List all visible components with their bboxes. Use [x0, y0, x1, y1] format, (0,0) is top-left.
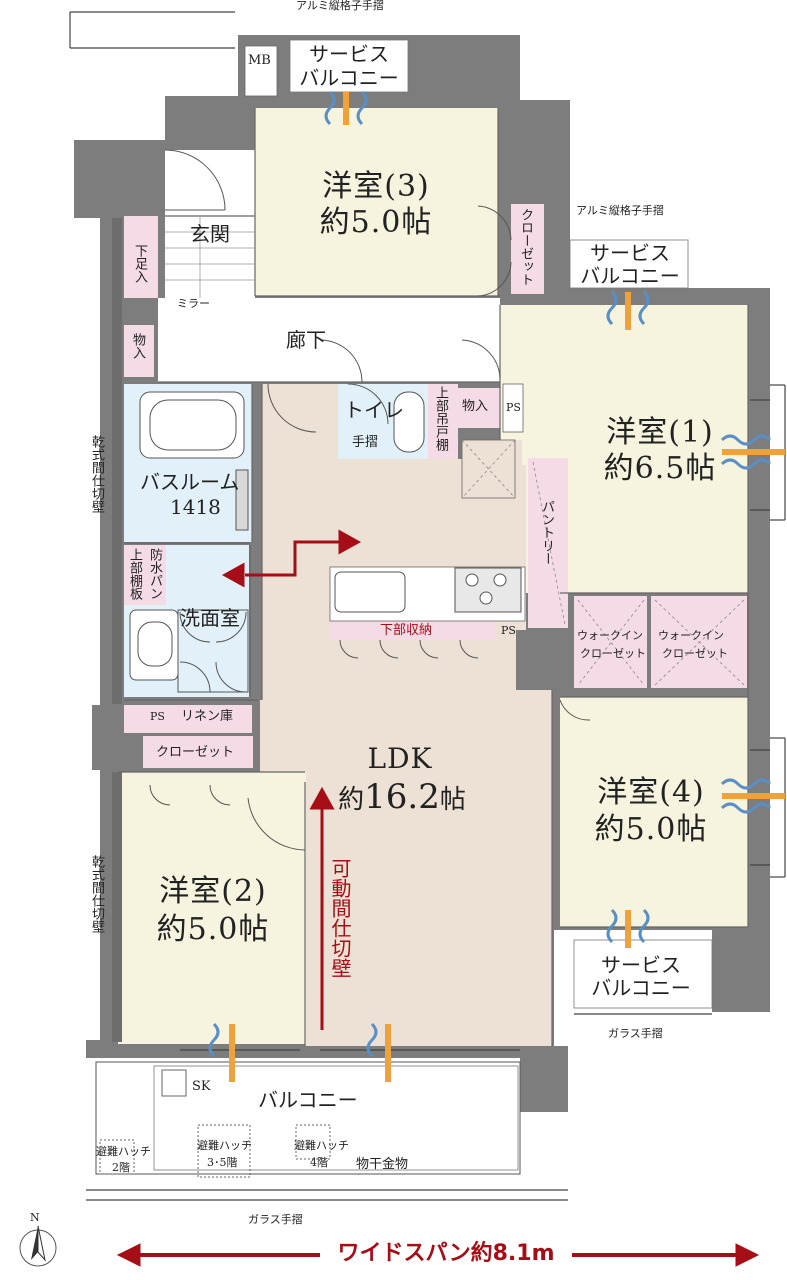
service-balcony-right-line2: バルコニー — [580, 264, 680, 288]
ps3-label: PS — [150, 710, 165, 723]
glass-rail-right-label: ガラス手摺 — [608, 1027, 663, 1040]
shoe-box-label: 下足入 — [132, 244, 147, 283]
western2-size: 約5.0帖 — [156, 912, 270, 947]
hatch3-line2: 4階 — [310, 1156, 328, 1169]
aluminum-rail-right-label: アルミ縦格子手摺 — [576, 204, 664, 217]
western3-size: 約5.0帖 — [319, 205, 433, 240]
western2-name: 洋室(2) — [159, 874, 267, 909]
ldk-size-suffix: 帖 — [439, 785, 466, 815]
western4-name: 洋室(4) — [597, 775, 705, 810]
circulation-arrows — [221, 529, 362, 1030]
toilet-label: トイレ — [344, 398, 404, 422]
hatch3-line1: 避難ハッチ — [294, 1139, 349, 1152]
aluminum-rail-top-label: アルミ縦格子手摺 — [296, 0, 384, 12]
ps2-label: PS — [501, 624, 516, 637]
span-label: ワイドスパン約8.1m — [337, 1241, 555, 1266]
upper-shelf-toilet-label: 上部吊戸棚 — [433, 386, 448, 451]
storage2-label: 物入 — [462, 399, 489, 414]
western3-name: 洋室(3) — [322, 169, 430, 204]
service-balcony-bottom-line2: バルコニー — [591, 976, 691, 1000]
hatch1-line2: 2階 — [112, 1161, 130, 1174]
handrail-label: 手摺 — [352, 435, 379, 450]
walkin1-line1: ウォークイン — [577, 629, 643, 642]
bath-label: バスルーム — [140, 470, 240, 494]
span-arrow — [116, 1243, 760, 1267]
balcony-hatches — [99, 1069, 331, 1178]
linen-label: リネン庫 — [181, 709, 234, 724]
closet-w3-label: クローゼット — [518, 208, 533, 286]
western4-size: 約5.0帖 — [594, 812, 708, 847]
kitchen-counter — [334, 567, 522, 613]
room-fills — [95, 39, 748, 1175]
service-balcony-right-line1: サービス — [590, 241, 670, 265]
north-label: N — [30, 1211, 40, 1224]
walkin2-line2: クローゼット — [662, 647, 728, 660]
door-swings — [149, 149, 591, 851]
mirror-label: ミラー — [177, 297, 210, 310]
ldk-size: 約16.2帖 — [338, 780, 466, 814]
closet-w2-label: クローゼット — [156, 745, 235, 760]
entrance-label: 玄関 — [190, 222, 230, 246]
hatch1-line1: 避難ハッチ — [96, 1145, 151, 1158]
corridor-label: 廊下 — [286, 328, 326, 352]
entrance-steps — [165, 216, 255, 298]
glass-rail-bottom-label: ガラス手摺 — [248, 1213, 303, 1226]
hatch-marks — [461, 439, 745, 686]
walkin2-line1: ウォークイン — [658, 629, 724, 642]
western1-name: 洋室(1) — [606, 415, 714, 450]
dry-partition-walls — [112, 218, 122, 1042]
partition-wall-2-label: 乾式間仕切壁 — [89, 855, 104, 933]
drying-hardware-label: 物干金物 — [356, 1157, 409, 1172]
hatch2-line1: 避難ハッチ — [197, 1139, 252, 1152]
pantry-label: パントリー — [539, 500, 554, 565]
ldk-size-number: 16.2 — [364, 777, 440, 817]
ldk-size-prefix: 約 — [338, 785, 365, 815]
compass-icon — [19, 1225, 57, 1267]
ps1-label: PS — [506, 401, 521, 414]
service-balcony-bottom-line1: サービス — [601, 953, 681, 977]
sk-label: SK — [192, 1079, 211, 1094]
hatch2-line2: 3･5階 — [207, 1156, 238, 1169]
partition-wall-1-label: 乾式間仕切壁 — [89, 435, 104, 513]
bath-fixtures — [129, 391, 425, 693]
western1-size: 約6.5帖 — [603, 451, 717, 486]
storage1-label: 物入 — [130, 333, 145, 359]
waterproof-pan-label: 防水パン — [147, 548, 162, 600]
mb-label: MB — [248, 53, 271, 68]
walkin1-line2: クローゼット — [580, 647, 646, 660]
washroom-label: 洗面室 — [180, 606, 240, 630]
lower-storage-label: 下部収納 — [380, 623, 433, 638]
partitions — [118, 108, 749, 1046]
movable-partition-label: 可動間仕切壁 — [328, 858, 352, 978]
service-balcony-top-line2: バルコニー — [299, 66, 399, 90]
service-balcony-top-line1: サービス — [309, 42, 389, 66]
ldk-name: LDK — [367, 742, 433, 775]
airflow-icons — [208, 90, 785, 1082]
upper-shelf-wash-label: 上部棚板 — [127, 548, 142, 600]
balcony-label: バルコニー — [258, 1088, 358, 1112]
bath-code: 1418 — [170, 495, 221, 519]
